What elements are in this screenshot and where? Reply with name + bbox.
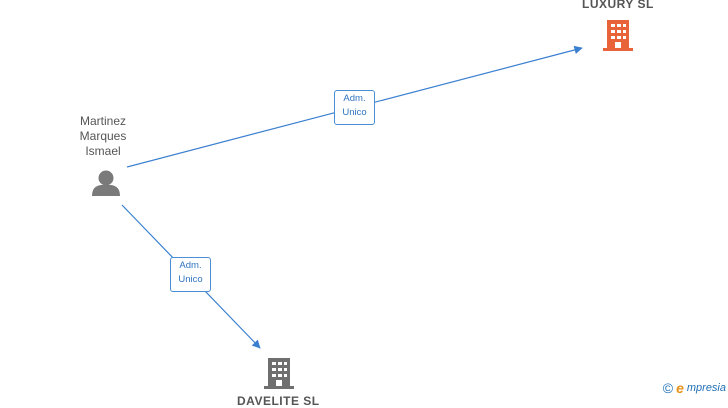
person-icon[interactable] <box>92 170 120 197</box>
person-name-line: Martinez <box>79 114 126 128</box>
edge-label-line: Adm. <box>343 93 366 104</box>
edge-label-davelite[interactable]: Adm. Unico <box>170 257 211 292</box>
building-icon[interactable] <box>603 20 633 51</box>
copyright-icon: © <box>662 380 674 396</box>
person-name-line: Marques <box>79 129 127 143</box>
edge-label-line: Adm. <box>179 260 202 271</box>
edge-label-line: Unico <box>342 107 367 118</box>
brand-initial: e <box>676 380 684 396</box>
company-name-davelite[interactable]: DAVELITE SL <box>237 394 320 408</box>
building-icon[interactable] <box>264 358 294 389</box>
edge-label-luxury[interactable]: Adm. Unico <box>334 90 375 125</box>
company-name-luxury[interactable]: LUXURY SL <box>582 0 654 11</box>
person-name: Martinez Marques Ismael <box>70 114 136 159</box>
brand-text: mpresia <box>686 382 726 394</box>
person-name-line: Ismael <box>85 144 121 158</box>
edge-label-line: Unico <box>178 274 203 285</box>
